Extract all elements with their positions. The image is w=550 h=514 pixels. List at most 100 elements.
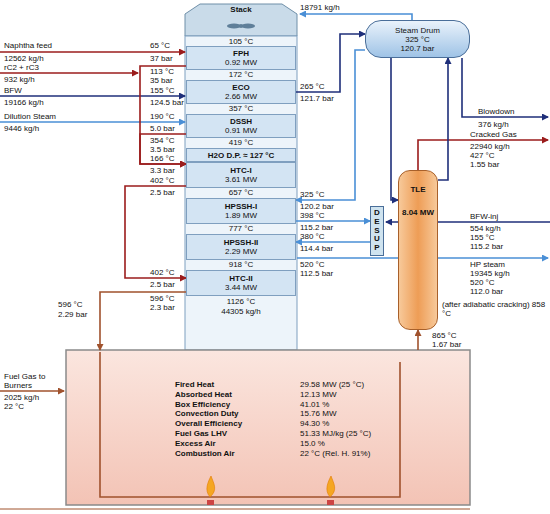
node-text: Box Efficiency — [175, 400, 230, 409]
node-text: 120.7 bar — [401, 44, 435, 53]
stream-label: Dilution Steam — [4, 112, 56, 121]
stream-label: 22940 kg/h — [470, 142, 510, 151]
bfw-line — [0, 95, 185, 97]
stack-hood — [185, 4, 297, 36]
stream-label: 115.2 bar — [470, 242, 503, 251]
stream-label: 932 kg/h — [4, 75, 35, 84]
stream-label: 114.4 bar — [300, 244, 333, 253]
node-text: 1.89 MW — [225, 211, 257, 220]
stream-label: Blowdown — [478, 107, 514, 116]
dew-point-band: H2O D.P. ≈ 127 °C — [186, 148, 296, 162]
stream-label: 376 kg/h — [478, 120, 509, 129]
stream-label: 18791 kg/h — [300, 3, 340, 12]
radiant-coil — [100, 352, 400, 497]
stream-label: BFW — [4, 86, 22, 95]
temperature-label: 357 °C — [185, 104, 297, 113]
node-text: Combustion Air — [175, 449, 235, 458]
convection-band: HPSSH-II2.29 MW — [186, 234, 296, 260]
stream-label: 112.0 bar — [470, 287, 503, 296]
node-text: 15.0 % — [300, 439, 325, 448]
node-text: 15.76 MW — [300, 409, 336, 418]
stream-label: 3.5 bar — [150, 145, 175, 154]
stream-label: 2.3 bar — [150, 303, 175, 312]
stream-label: 402 °C — [150, 176, 175, 185]
node-text: HTC-I — [230, 166, 251, 175]
node-text: Convection Duty — [175, 409, 239, 418]
stream-label: 427 °C — [470, 151, 495, 160]
stream-label: 596 °C — [58, 300, 83, 309]
stream-label: Naphtha feed — [4, 41, 52, 50]
radiant-box — [66, 350, 470, 505]
stream-connector — [438, 58, 448, 180]
node-text: TLE — [410, 185, 425, 194]
stream-label: 155 °C — [470, 233, 495, 242]
convection-band: HTC-I3.61 MW — [186, 162, 296, 188]
stream-connector — [296, 220, 370, 222]
node-text: Excess Air — [175, 439, 216, 448]
stream-label: 2025 kg/h — [4, 393, 39, 402]
stream-label: BFW-inj — [470, 212, 498, 221]
stream-label: 35 bar — [150, 76, 173, 85]
stream-label: HP steam — [470, 260, 505, 269]
temperature-label: 44305 kg/h — [185, 307, 297, 316]
node-text: 29.58 MW (25 °C) — [300, 380, 364, 389]
temperature-label: 419 °C — [185, 138, 297, 147]
stream-label: 380 °C — [300, 232, 325, 241]
node-text: 12.13 MW — [300, 390, 336, 399]
stream-connector — [125, 186, 186, 278]
stream-label: 166 °C — [150, 154, 175, 163]
stream-label: 398 °C — [300, 211, 325, 220]
node-text: 51.33 MJ/kg (25 °C) — [300, 429, 371, 438]
burner-flames — [207, 476, 335, 505]
recycle-line — [0, 72, 138, 74]
node-text: 325 °C — [405, 35, 430, 44]
node-text: 2.29 MW — [225, 247, 257, 256]
stream-label: 124.5 bar — [150, 98, 184, 107]
stream-label: 37 bar — [150, 54, 173, 63]
node-text: 41.01 % — [300, 400, 329, 409]
stream-label: 155 °C — [150, 86, 175, 95]
node-text: Steam Drum — [395, 26, 440, 35]
convection-band: HTC-II3.44 MW — [186, 270, 296, 296]
stream-label: 22 °C — [4, 402, 24, 411]
stream-label: 1.55 bar — [470, 160, 499, 169]
desuperheater: DESUP — [370, 206, 384, 256]
node-text: Absorbed Heat — [175, 390, 232, 399]
temperature-label: 1126 °C — [185, 297, 297, 306]
stream-label: 115.2 bar — [300, 223, 333, 232]
stream-label: 325 °C — [300, 190, 325, 199]
stream-label: 9446 kg/h — [4, 124, 39, 133]
node-text: Fired Heat — [175, 380, 214, 389]
stream-label: 65 °C — [150, 41, 170, 50]
node-text: HPSSH-I — [225, 202, 257, 211]
stream-label: 2.29 bar — [58, 310, 87, 319]
node-text: Fuel Gas LHV — [175, 429, 227, 438]
stream-label: 121.7 bar — [300, 94, 334, 103]
stream-label: (after adiabatic cracking) 858 °C — [442, 300, 546, 318]
stream-label: 3.3 bar — [150, 166, 175, 175]
stream-label: 1.67 bar — [432, 340, 461, 349]
stream-label: 19345 kg/h — [470, 269, 510, 278]
naphtha-line — [0, 51, 185, 53]
stream-label: 112.5 bar — [300, 269, 333, 278]
stream-connector — [140, 66, 186, 164]
stream-label: 120.2 bar — [300, 202, 334, 211]
convection-section — [185, 36, 297, 350]
stream-connector — [140, 134, 186, 164]
stream-label: Fuel Gas to Burners — [4, 372, 62, 390]
convection-band: HPSSH-I1.89 MW — [186, 198, 296, 224]
stream-label: 402 °C — [150, 268, 175, 277]
blowdown-line — [462, 58, 548, 117]
node-text: Overall Efficiency — [175, 419, 242, 428]
stream-label: 865 °C — [432, 331, 457, 340]
node-text: 3.44 MW — [225, 283, 257, 292]
convection-band: FPH0.92 MW — [186, 46, 296, 70]
stack-hood-box: Stack — [185, 0, 297, 36]
node-text: FPH — [233, 49, 249, 58]
stream-label: 2.5 bar — [150, 280, 175, 289]
dilution-steam-line — [0, 121, 185, 123]
node-text: 94.30 % — [300, 419, 329, 428]
temperature-label: 172 °C — [185, 70, 297, 79]
tle-vessel: TLE8.04 MW — [398, 170, 438, 330]
stream-label: 190 °C — [150, 112, 175, 121]
